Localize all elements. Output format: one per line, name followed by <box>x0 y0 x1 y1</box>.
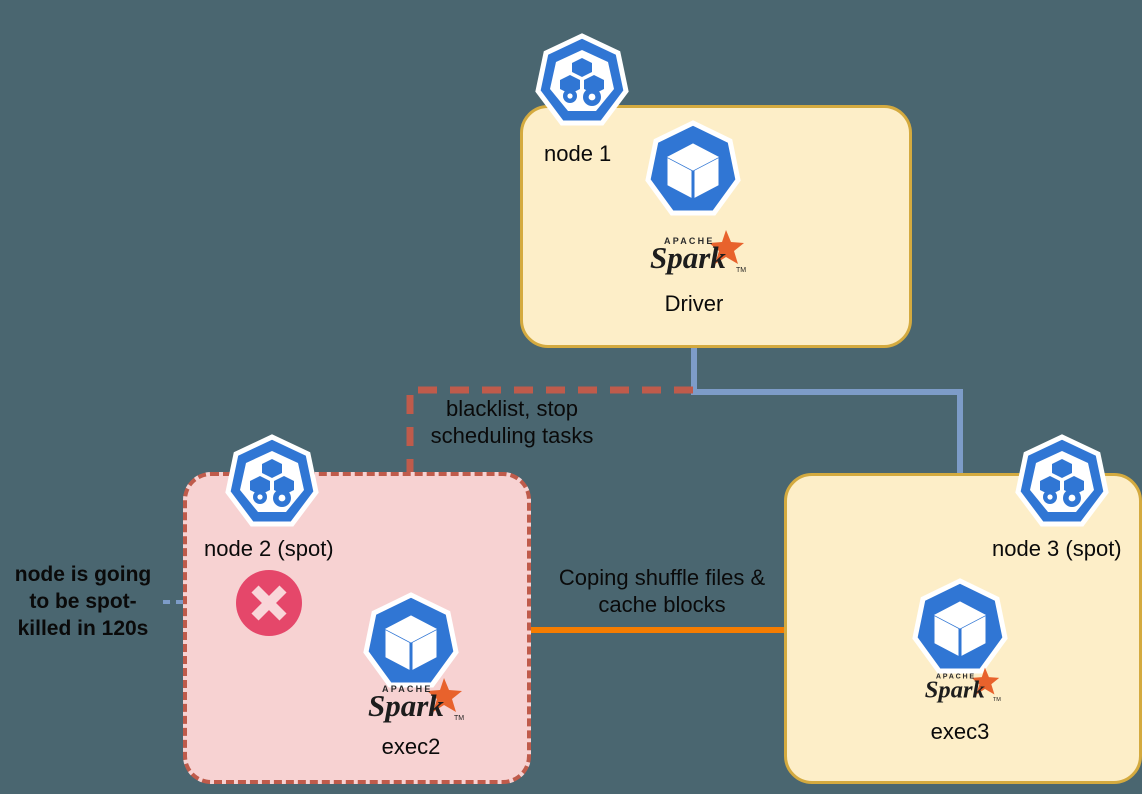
node-killed-x-icon <box>232 566 306 640</box>
apache-spark-logo-exec3: APACHE Spark TM <box>923 666 1001 704</box>
node3-label: node 3 (spot) <box>992 536 1122 561</box>
spark-logo-apache-text: APACHE <box>936 673 976 681</box>
kubernetes-node-icon <box>535 33 629 129</box>
apache-spark-logo-exec2: APACHE Spark TM <box>366 676 464 724</box>
spark-logo-main-text: Spark <box>650 240 726 275</box>
copy-edge-label: Coping shuffle files & cache blocks <box>558 565 766 617</box>
spot-kill-notice-label: node is going to be spot- killed in 120s <box>14 563 152 640</box>
svg-text:TM: TM <box>736 267 746 274</box>
exec3-label: exec3 <box>930 719 990 744</box>
apache-spark-logo-driver: APACHE Spark TM <box>648 228 746 276</box>
node-box-node2[interactable] <box>183 472 531 784</box>
exec2-label: exec2 <box>381 734 441 759</box>
driver-label: Driver <box>664 291 724 316</box>
spark-logo-main-text: Spark <box>925 677 986 704</box>
blacklist-edge-label: blacklist, stop scheduling tasks <box>430 396 594 448</box>
node1-label: node 1 <box>544 141 612 166</box>
spark-pod-cube-icon-exec2[interactable] <box>363 592 459 692</box>
spark-logo-apache-text: APACHE <box>664 236 715 246</box>
kubernetes-node-icon-node2 <box>225 434 319 530</box>
spark-logo-apache-text: APACHE <box>382 684 433 694</box>
spark-logo-main-text: Spark <box>368 688 444 723</box>
spark-pod-cube-icon-exec3[interactable] <box>912 578 1008 678</box>
kubernetes-node-icon-node3 <box>1015 434 1109 530</box>
svg-text:TM: TM <box>454 715 464 722</box>
svg-text:TM: TM <box>993 697 1001 703</box>
node2-label: node 2 (spot) <box>204 536 334 561</box>
spark-pod-cube-icon-driver[interactable] <box>645 120 741 220</box>
